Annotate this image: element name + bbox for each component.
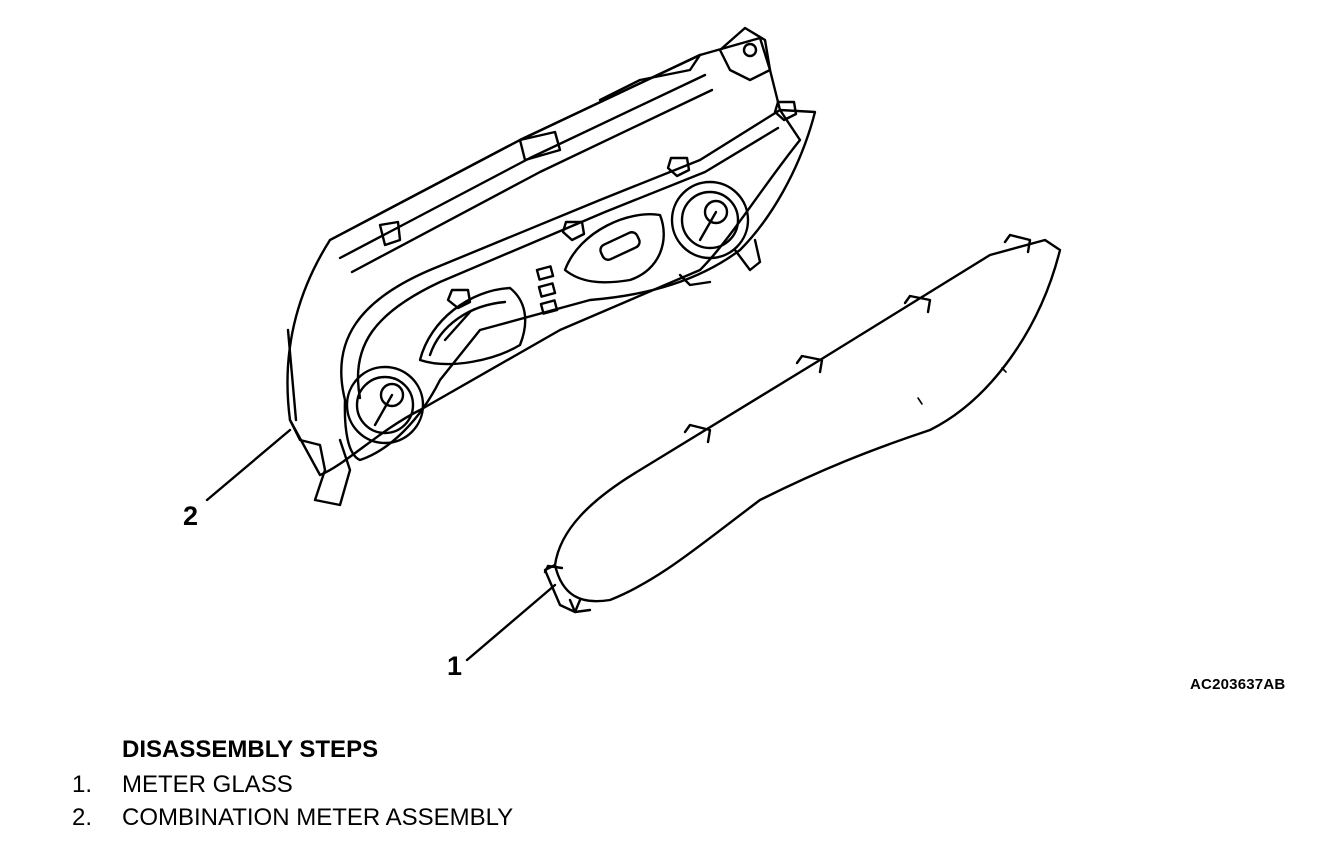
step-item: 1. METER GLASS <box>72 768 513 801</box>
meter-glass <box>543 233 1062 614</box>
step-number: 2. <box>72 803 93 831</box>
step-label: COMBINATION METER ASSEMBLY <box>122 803 514 831</box>
callout-1: 1 <box>447 651 463 681</box>
leader-line-2 <box>205 428 292 502</box>
leader-line-1 <box>465 583 557 662</box>
disassembly-steps: DISASSEMBLY STEPS 1. METER GLASS 2. COMB… <box>72 736 513 834</box>
steps-heading: DISASSEMBLY STEPS <box>122 736 379 763</box>
step-label: METER GLASS <box>122 770 293 798</box>
callout-2: 2 <box>183 501 199 531</box>
figure-code: AC203637AB <box>1190 676 1286 693</box>
step-item: 2. COMBINATION METER ASSEMBLY <box>72 801 513 834</box>
combination-meter-assembly <box>286 26 817 507</box>
step-number: 1. <box>72 770 93 798</box>
exploded-view-illustration <box>205 26 1062 662</box>
